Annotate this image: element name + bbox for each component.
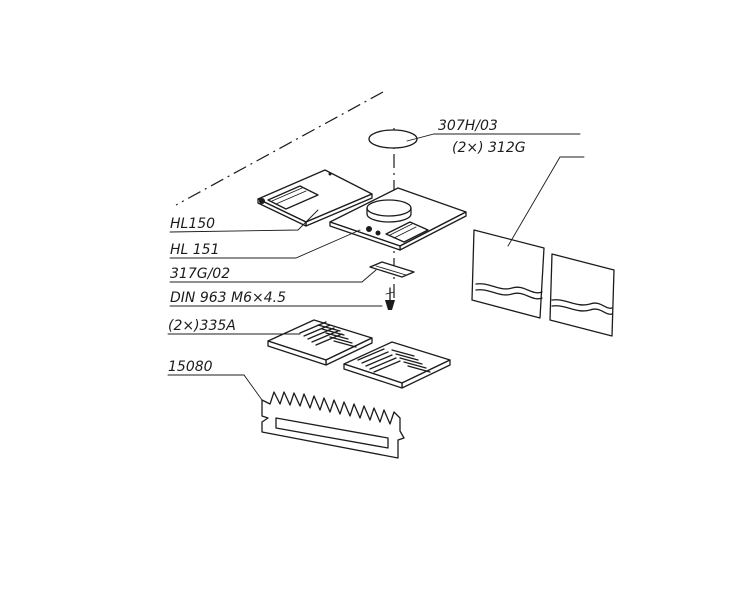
label-hl150: HL150: [170, 216, 215, 232]
plate-hl150: [257, 169, 373, 227]
grate-335a-left: [267, 319, 373, 366]
plate-hl151: [329, 187, 467, 251]
grate-335a-right: [343, 341, 451, 389]
side-plate-312g-1: [471, 229, 545, 319]
clip-317g: [369, 261, 415, 278]
side-plate-312g-2: [549, 253, 615, 337]
label-335a: (2×)335A: [168, 318, 236, 334]
label-hl151: HL 151: [170, 242, 220, 258]
label-307h: 307H/03: [438, 118, 498, 134]
construction-line: [175, 91, 384, 206]
rail-15080: [261, 391, 405, 459]
label-317g: 317G/02: [170, 266, 230, 282]
label-din963: DIN 963 M6×4.5: [170, 290, 286, 306]
label-15080: 15080: [168, 359, 213, 375]
label-312g: (2×) 312G: [452, 140, 526, 156]
screw-din963: [385, 287, 395, 310]
leader-lines: [167, 133, 585, 401]
lid-307h: [368, 129, 418, 149]
